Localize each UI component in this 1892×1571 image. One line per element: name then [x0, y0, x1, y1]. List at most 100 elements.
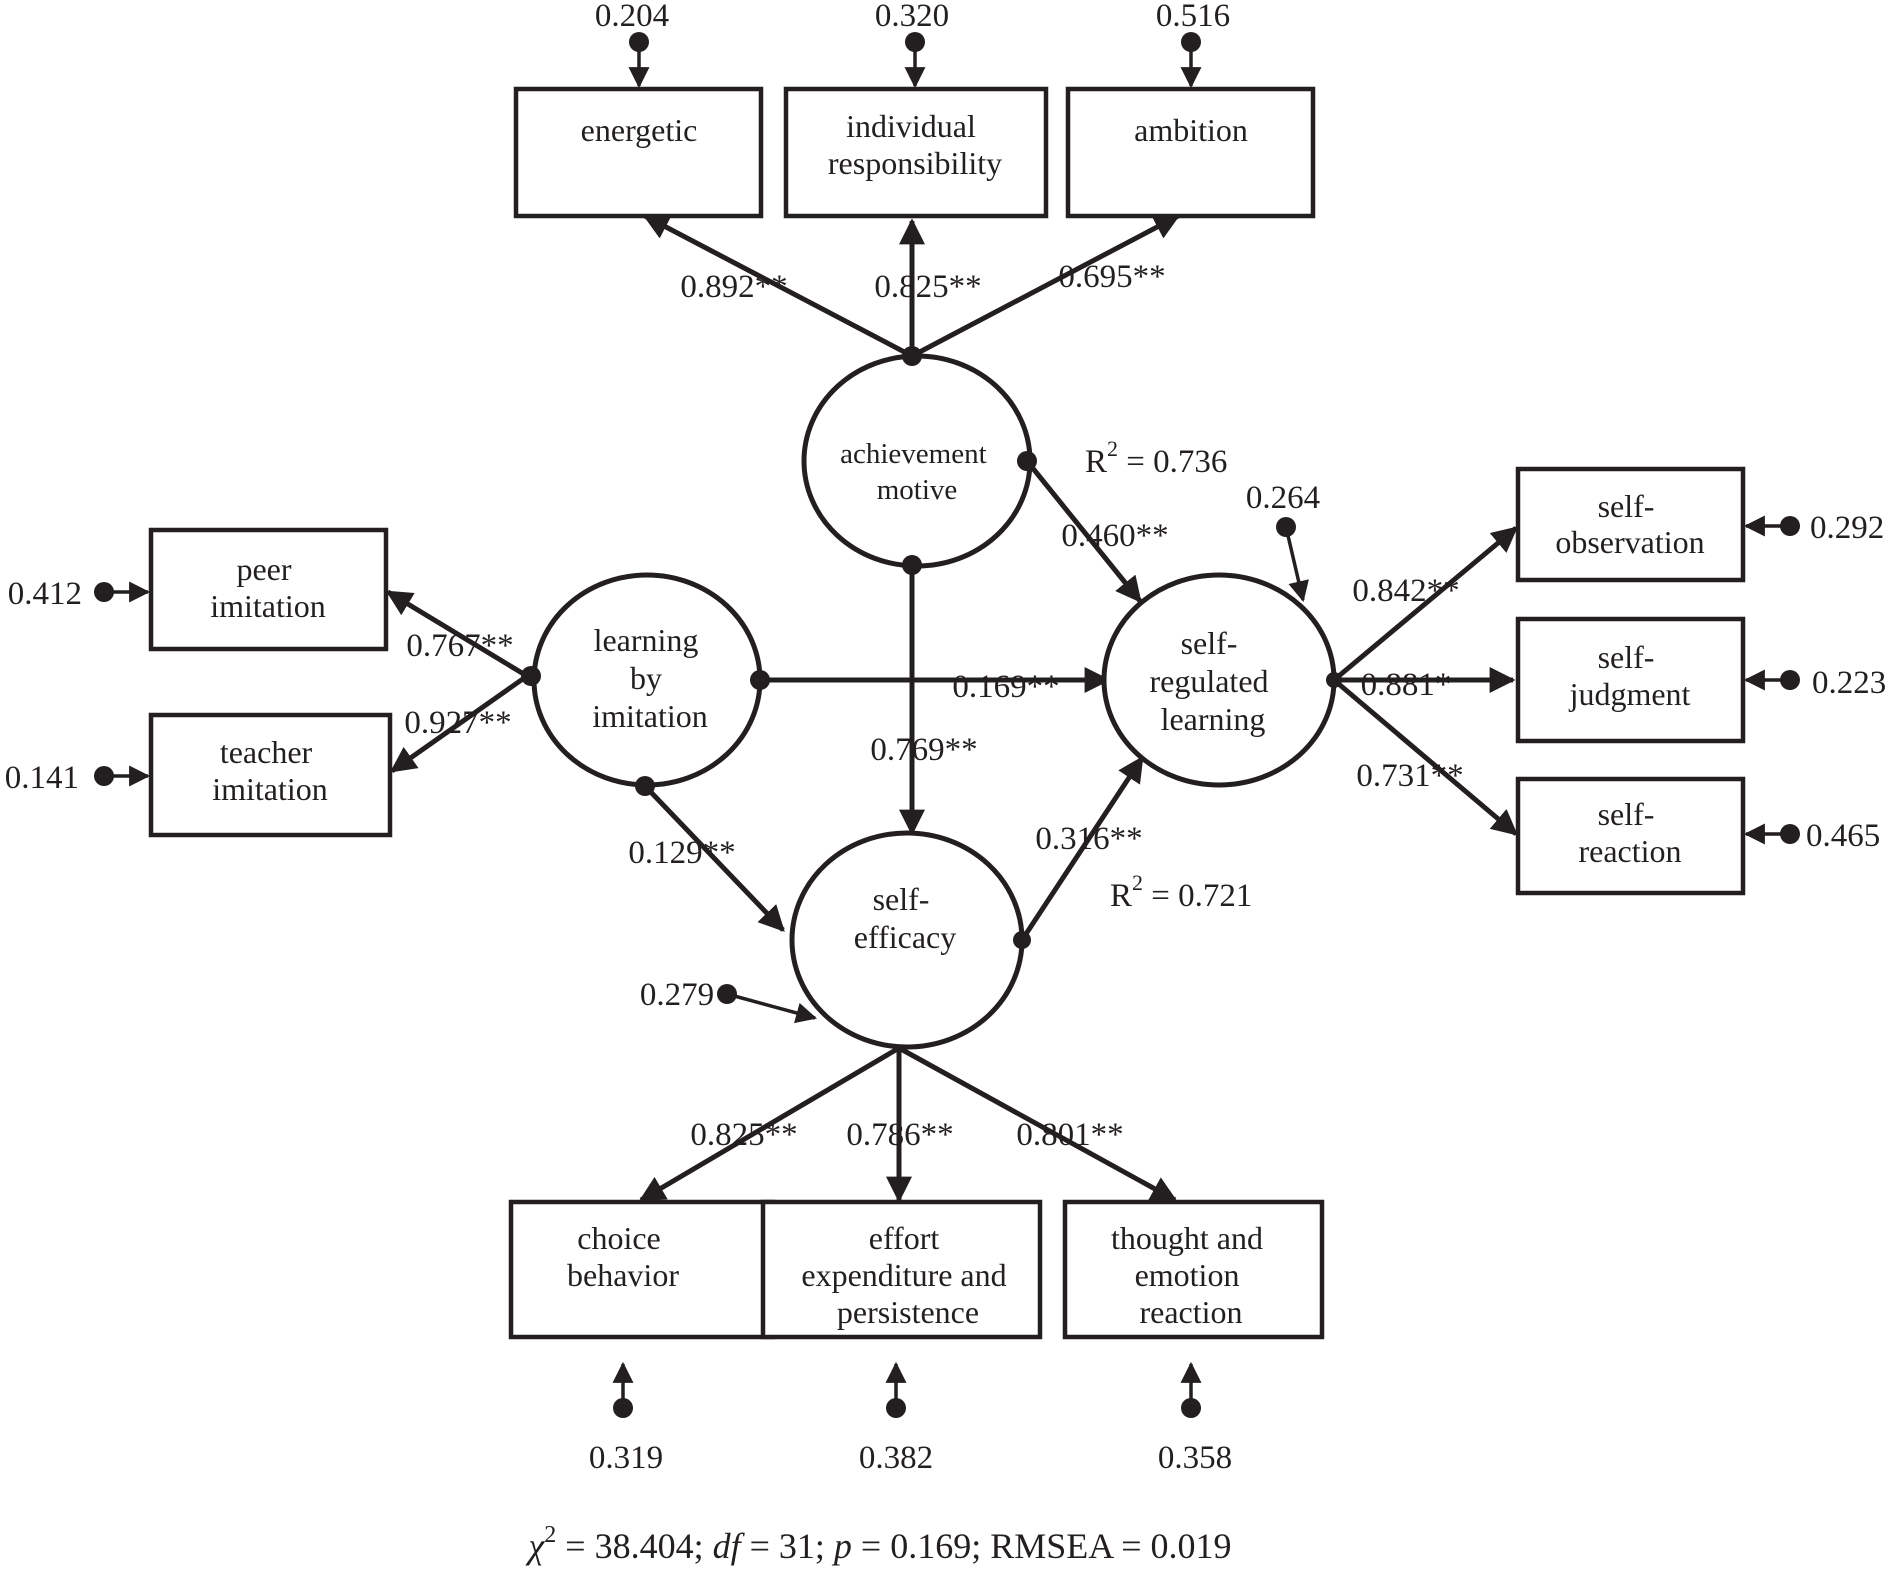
label-self-regulated-learning: self- regulated learning [1149, 625, 1276, 737]
r-squared: R2 = 0.736 R2 = 0.721 [1085, 436, 1252, 914]
error-value: 0.516 [1156, 0, 1230, 34]
r-squared-srl: R2 = 0.736 [1085, 436, 1227, 480]
error-value: 0.358 [1158, 1440, 1232, 1476]
latent-variables [531, 353, 1337, 1050]
edge-srl-observation [1332, 526, 1518, 682]
error-self-judgment: 0.223 [1743, 665, 1886, 701]
fit-statistics: χ2 = 38.404; df = 31; p = 0.169; RMSEA =… [525, 1522, 1231, 1566]
dot-achievement-right [1017, 451, 1037, 471]
error-terms: 0.204 0.320 0.516 0.412 0.141 0.292 [5, 0, 1887, 1476]
error-value: 0.320 [875, 0, 949, 34]
loading-self-judgment: 0.881* [1361, 667, 1452, 703]
edge-achievement-srl [1025, 459, 1142, 604]
error-value: 0.223 [1812, 665, 1886, 701]
error-value: 0.141 [5, 760, 79, 796]
error-ambition: 0.516 [1156, 0, 1230, 89]
error-value: 0.412 [8, 576, 82, 612]
error-teacher-imitation: 0.141 [5, 760, 151, 796]
path-imitation-efficacy: 0.129** [628, 835, 735, 871]
label-self-observation: self- observation [1555, 488, 1704, 560]
path-efficacy-srl: 0.316** [1035, 821, 1142, 857]
edge-achievement-energetic [642, 213, 914, 359]
error-value: 0.292 [1810, 510, 1884, 546]
box-peer-imitation [148, 527, 389, 652]
dot-achievement-bottom [902, 555, 922, 575]
loading-energetic: 0.892** [680, 269, 787, 305]
dot-srl-left [1326, 672, 1342, 688]
edge-imitation-efficacy [643, 784, 785, 932]
disturbance-efficacy-value: 0.279 [640, 977, 714, 1013]
latent-labels: achievement motive learning by imitation… [592, 438, 1276, 955]
error-peer-imitation: 0.412 [8, 576, 151, 612]
edge-achievement-ambition [910, 213, 1181, 359]
path-origin-dots [521, 346, 1342, 949]
error-value: 0.465 [1806, 818, 1880, 854]
label-self-judgment: self- judgment [1569, 639, 1691, 712]
label-achievement-motive: achievement motive [840, 438, 994, 506]
error-thought-emotion: 0.358 [1158, 1361, 1232, 1476]
box-energetic [513, 86, 764, 219]
label-ambition: ambition [1134, 112, 1248, 148]
label-peer-imitation: peer imitation [210, 551, 326, 624]
error-individual-responsibility: 0.320 [875, 0, 949, 89]
label-self-efficacy: self- efficacy [854, 881, 956, 955]
loading-peer-imitation: 0.767** [406, 628, 513, 664]
dot-imitation-left [521, 666, 541, 686]
edge-efficacy-srl [1019, 755, 1145, 942]
loading-thought-emotion: 0.801** [1016, 1117, 1123, 1153]
edge-srl-reaction [1332, 678, 1518, 836]
label-effort-expenditure: effort expenditure and persistence [801, 1220, 1014, 1330]
box-effort-expenditure [760, 1199, 1043, 1340]
dot-efficacy-right [1013, 931, 1031, 949]
box-teacher-imitation [148, 712, 393, 838]
path-achievement-efficacy: 0.769** [870, 732, 977, 768]
dot-achievement-top [902, 346, 922, 366]
box-thought-emotion [1062, 1199, 1325, 1340]
path-imitation-srl: 0.169** [952, 669, 1059, 705]
box-self-observation [1515, 466, 1746, 583]
loading-effort-expenditure: 0.786** [846, 1117, 953, 1153]
loading-individual-responsibility: 0.825** [874, 269, 981, 305]
edges [385, 213, 1518, 1203]
box-individual-responsibility [783, 86, 1049, 219]
disturbance-srl-value: 0.264 [1246, 480, 1320, 516]
error-energetic: 0.204 [595, 0, 669, 89]
edge-imitation-peer [385, 589, 529, 679]
edge-imitation-teacher [389, 673, 529, 774]
loading-self-reaction: 0.731** [1356, 758, 1463, 794]
label-learning-by-imitation: learning by imitation [592, 622, 708, 734]
error-self-observation: 0.292 [1743, 510, 1884, 546]
error-choice-behavior: 0.319 [589, 1361, 663, 1476]
r-squared-efficacy: R2 = 0.721 [1110, 870, 1252, 914]
error-value: 0.382 [859, 1440, 933, 1476]
label-self-reaction: self- reaction [1578, 796, 1681, 869]
error-self-reaction: 0.465 [1743, 818, 1880, 854]
disturbances: 0.264 0.279 [640, 480, 1320, 1013]
dot-imitation-bottom [635, 776, 655, 796]
label-choice-behavior: choice behavior [567, 1220, 679, 1293]
indicator-boxes [148, 86, 1746, 1340]
edge-efficacy-thought [897, 1045, 1178, 1203]
edge-disturbance-efficacy [726, 992, 818, 1024]
label-thought-emotion: thought and emotion reaction [1111, 1220, 1271, 1330]
box-self-judgment [1515, 616, 1746, 744]
error-value: 0.204 [595, 0, 669, 34]
dot-imitation-right [750, 670, 770, 690]
box-ambition [1065, 86, 1316, 219]
error-value: 0.319 [589, 1440, 663, 1476]
box-labels: energetic individual responsibility ambi… [210, 108, 1704, 1330]
loading-self-observation: 0.842** [1352, 573, 1459, 609]
error-effort-expenditure: 0.382 [859, 1361, 933, 1476]
label-energetic: energetic [581, 112, 698, 148]
path-achievement-srl: 0.460** [1061, 518, 1168, 554]
coefficients: 0.892** 0.825** 0.695** 0.767** 0.927** … [404, 259, 1463, 1153]
loading-teacher-imitation: 0.927** [404, 705, 511, 741]
box-self-reaction [1515, 776, 1746, 896]
label-individual-responsibility: individual responsibility [828, 108, 1002, 181]
loading-choice-behavior: 0.825** [690, 1117, 797, 1153]
edge-disturbance-srl [1284, 526, 1309, 603]
edge-efficacy-choice [638, 1045, 901, 1203]
label-teacher-imitation: teacher imitation [212, 734, 328, 807]
loading-ambition: 0.695** [1058, 259, 1165, 295]
